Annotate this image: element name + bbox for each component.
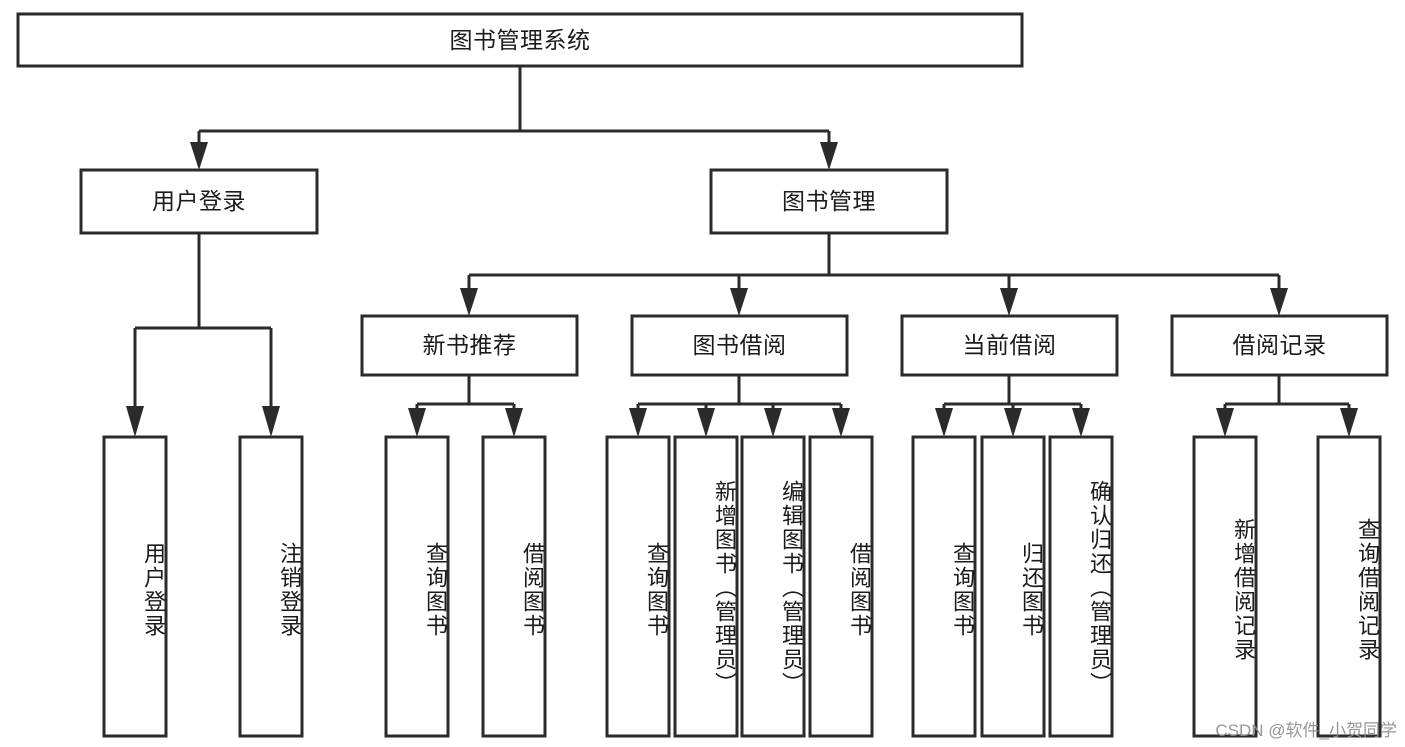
node-box-borrow-record[interactable] — [1170, 314, 1389, 377]
node-box-leaf-user-logout[interactable] — [238, 435, 304, 738]
arrow-head-icon — [832, 408, 850, 437]
node-box-root[interactable] — [16, 12, 1024, 68]
node-box-leaf-borrow-edit[interactable] — [740, 435, 806, 738]
node-box-leaf-current-query[interactable] — [911, 435, 977, 738]
arrow-head-icon — [629, 408, 647, 437]
node-box-leaf-record-add[interactable] — [1192, 435, 1258, 738]
arrow-head-icon — [262, 406, 280, 437]
arrow-head-icon — [1072, 408, 1090, 437]
node-box-leaf-user-login[interactable] — [102, 435, 168, 738]
arrow-head-icon — [190, 142, 208, 170]
node-box-leaf-current-return[interactable] — [980, 435, 1046, 738]
connector-borrow-to-leaves — [629, 375, 850, 437]
node-box-leaf-borrow-add[interactable] — [673, 435, 739, 738]
arrow-head-icon — [460, 288, 478, 316]
watermark-text: CSDN @软件_小贺同学 — [1215, 721, 1397, 740]
arrow-head-icon — [1340, 408, 1358, 437]
node-box-book-borrow[interactable] — [630, 314, 849, 377]
node-box-leaf-record-query[interactable] — [1316, 435, 1382, 738]
node-box-user-login[interactable] — [79, 168, 319, 235]
connector-record-to-leaves — [1216, 375, 1358, 437]
arrow-head-icon — [1216, 408, 1234, 437]
node-box-current-borrow[interactable] — [900, 314, 1119, 377]
node-box-leaf-borrow-borrow[interactable] — [808, 435, 874, 738]
arrow-head-icon — [730, 288, 748, 316]
node-box-book-management[interactable] — [709, 168, 949, 235]
arrow-head-icon — [408, 408, 426, 437]
arrow-head-icon — [126, 406, 144, 437]
connector-user-to-leaves — [126, 233, 280, 437]
node-box-leaf-borrow-query[interactable] — [605, 435, 671, 738]
arrow-head-icon — [820, 142, 838, 170]
arrow-head-icon — [697, 408, 715, 437]
arrow-head-icon — [1270, 288, 1288, 316]
connector-book-to-level3 — [460, 233, 1288, 316]
connector-current-to-leaves — [935, 375, 1090, 437]
connector-newbook-to-leaves — [408, 375, 523, 437]
arrow-head-icon — [935, 408, 953, 437]
arrow-head-icon — [1004, 408, 1022, 437]
node-box-leaf-current-confirm[interactable] — [1048, 435, 1114, 738]
arrow-head-icon — [1000, 288, 1018, 316]
connector-root-to-level2 — [190, 66, 838, 170]
arrow-head-icon — [505, 408, 523, 437]
node-box-leaf-new-query[interactable] — [384, 435, 450, 738]
node-box-leaf-new-borrow[interactable] — [481, 435, 547, 738]
node-box-new-book-recommend[interactable] — [360, 314, 579, 377]
arrow-head-icon — [764, 408, 782, 437]
